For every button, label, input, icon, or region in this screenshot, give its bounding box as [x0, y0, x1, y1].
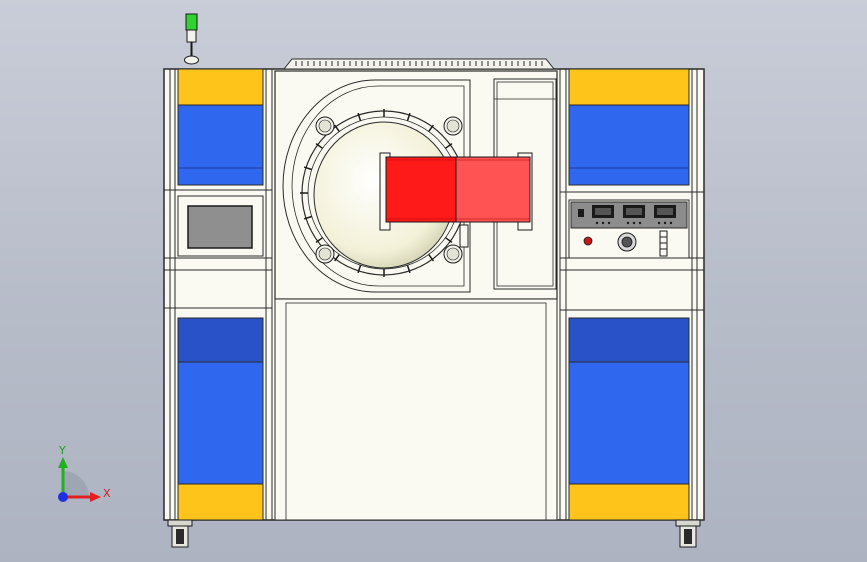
axis-triad-icon: Y X	[58, 444, 111, 502]
caster-wheel-icon	[675, 519, 701, 548]
right-lower-panel	[568, 317, 690, 521]
right-upper-panel	[568, 68, 690, 186]
top-vent	[282, 58, 556, 70]
hmi-screen-icon	[177, 195, 264, 257]
control-panel-icon	[568, 199, 690, 259]
left-lower-panel	[177, 317, 264, 521]
transfer-tray-icon	[379, 152, 533, 231]
left-upper-panel	[177, 68, 264, 186]
signal-tower-icon	[184, 13, 199, 65]
caster-wheel-icon	[167, 519, 193, 548]
axis-y-label: Y	[58, 444, 66, 457]
axis-x-label: X	[103, 487, 111, 500]
lower-center-cabinet	[274, 298, 558, 521]
